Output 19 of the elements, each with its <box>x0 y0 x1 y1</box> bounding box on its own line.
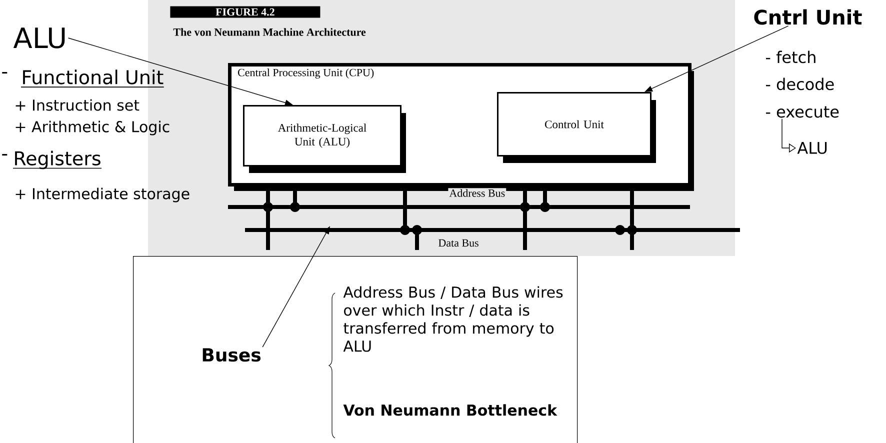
list-item: + Intermediate storage <box>16 188 190 202</box>
list-item: - <box>2 72 8 74</box>
list-item: - <box>2 154 8 156</box>
annotation-text: ALU <box>797 142 827 154</box>
list-item: + Instruction set <box>16 99 140 111</box>
annotation-text: Cntrl Unit <box>754 9 862 25</box>
underlined-text: Functional Unit <box>20 70 164 88</box>
annotation-text: Buses <box>202 348 261 362</box>
list-item: + Arithmetic & Logic <box>16 120 170 136</box>
annotation-text: ALU <box>13 28 65 48</box>
list-item: - fetch <box>766 50 816 64</box>
unit-box: Arithmetic-Logical Unit (ALU) <box>243 105 406 173</box>
list-item: - decode <box>766 78 834 90</box>
underlined-text: Registers <box>12 150 102 170</box>
annotation-text: - execute <box>766 106 839 118</box>
figure-number: FIGURE 4.2 <box>170 6 320 18</box>
unit-box: Control Unit <box>497 92 656 163</box>
figure-text: Address Bus <box>448 188 506 198</box>
figure-text: The von Neumann Machine Architecture <box>172 27 367 37</box>
